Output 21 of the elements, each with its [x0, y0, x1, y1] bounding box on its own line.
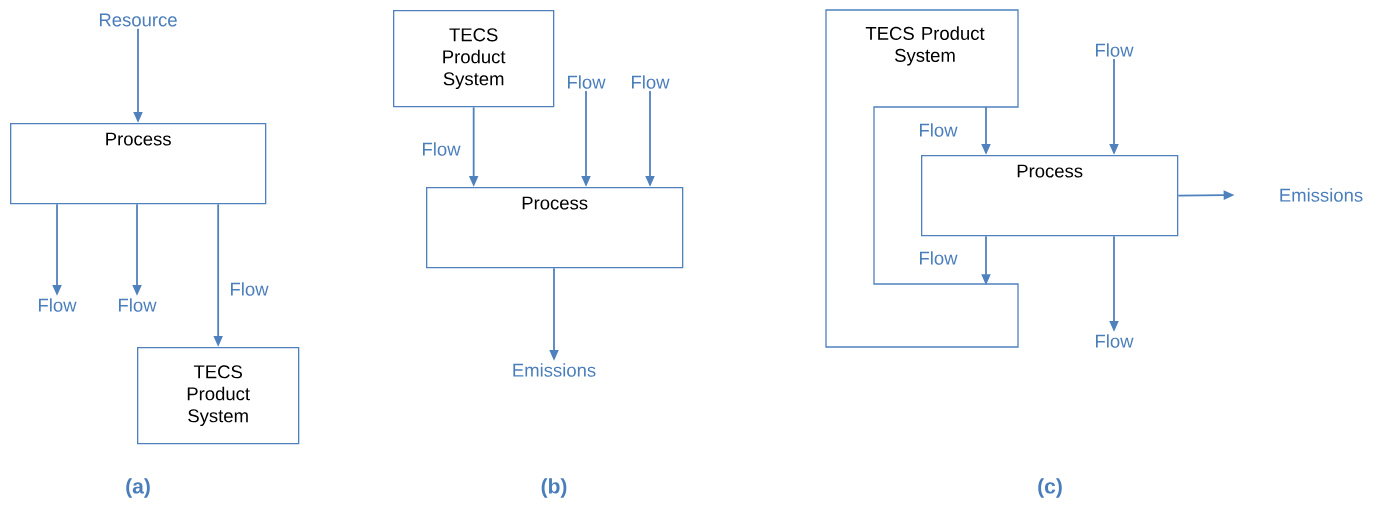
- process-box: Process: [426, 187, 684, 269]
- flow-label: Flow: [1096, 43, 1134, 57]
- flow-label: Resource: [99, 13, 177, 27]
- process-box: Process: [10, 123, 267, 205]
- edge-label: Flow: [228, 281, 270, 297]
- flow-label: Flow: [632, 75, 670, 89]
- edge-label: Flow: [917, 122, 959, 138]
- flow-label: Emissions: [1280, 188, 1363, 202]
- edge-label: Flow: [420, 141, 462, 157]
- system-box: TECS Product System: [137, 347, 300, 445]
- panel-label: (a): [126, 478, 150, 498]
- process-box: Process: [921, 155, 1179, 237]
- panel-label: (c): [1038, 478, 1062, 498]
- flow-label: Flow: [39, 298, 77, 312]
- flow-label: Flow: [119, 298, 157, 312]
- edge-label: Flow: [917, 250, 959, 266]
- flow-label: Flow: [1096, 334, 1134, 348]
- panel-label: (b): [541, 478, 567, 498]
- system-box: TECS Product System: [393, 10, 555, 108]
- flow-label: Flow: [568, 75, 606, 89]
- flow-label: Emissions: [513, 363, 596, 377]
